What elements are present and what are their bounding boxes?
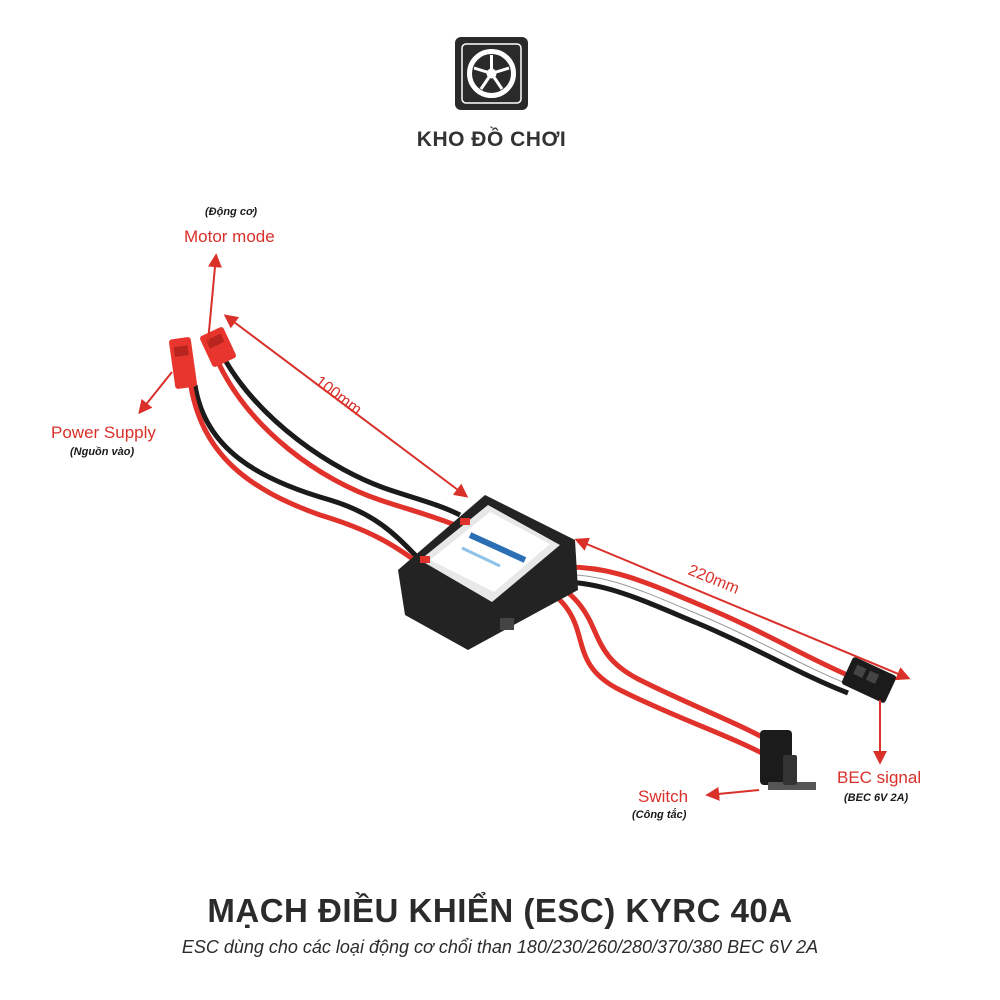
power-connector	[169, 337, 197, 389]
product-subtitle: ESC dùng cho các loại động cơ chổi than …	[181, 937, 819, 957]
bec-signal-wire	[541, 564, 853, 696]
power-supply-label: Power Supply	[51, 423, 156, 442]
motor-mode-label: Motor mode	[184, 227, 275, 246]
switch-sublabel: (Công tắc)	[632, 809, 687, 821]
esc-body	[398, 495, 578, 650]
wheel-icon	[455, 37, 528, 110]
bec-signal-label: BEC signal	[837, 768, 922, 787]
bec-signal-sublabel: (BEC 6V 2A)	[844, 792, 909, 804]
switch-body	[760, 730, 816, 790]
annotation-arrows	[138, 253, 911, 801]
motor-mode-sublabel: (Động cơ)	[205, 206, 257, 218]
motor-wires	[215, 358, 462, 528]
brand-name: KHO ĐỒ CHƠI	[416, 128, 567, 151]
power-supply-wires	[187, 379, 427, 570]
bec-connector	[841, 657, 897, 703]
product-title: MẠCH ĐIỀU KHIỂN (ESC) KYRC 40A	[207, 892, 793, 929]
power-supply-sublabel: (Nguồn vào)	[70, 446, 135, 458]
switch-label: Switch	[638, 787, 689, 806]
motor-connector	[200, 327, 236, 367]
